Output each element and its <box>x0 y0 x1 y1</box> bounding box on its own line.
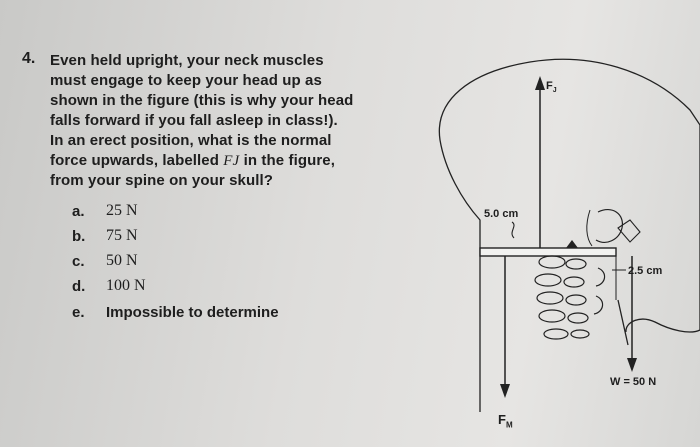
question-line-4: falls forward if you fall asleep in clas… <box>50 112 338 129</box>
force-symbol-text: FJ <box>223 153 240 169</box>
pivot-triangle <box>566 240 578 248</box>
fm-arrow-head <box>500 384 510 398</box>
option-e-text: Impossible to determine <box>106 304 279 321</box>
option-c-text: 50 N <box>106 252 138 269</box>
w-arrow-head <box>627 358 637 372</box>
fm-label-sub: M <box>505 420 513 430</box>
dist-left-label: 5.0 cm <box>484 208 519 220</box>
option-d-letter: d. <box>72 278 86 295</box>
option-b-letter: b. <box>72 228 86 245</box>
question-line-3: shown in the figure (this is why your he… <box>50 92 354 109</box>
fj-label: FJ <box>546 80 557 94</box>
fm-label: FM <box>498 412 513 430</box>
fm-label-main: F <box>498 412 506 427</box>
question-line-5: In an erect position, what is the normal <box>50 132 332 149</box>
neck-right-outline <box>617 299 629 346</box>
question-line-6: force upwards, labelled FJ in the figure… <box>50 152 335 170</box>
question-line-7: from your spine on your skull? <box>50 172 274 189</box>
head-outline <box>438 58 700 412</box>
ear-outline <box>595 208 624 243</box>
ear-detail <box>586 209 593 247</box>
question-line-6a: force upwards, labelled <box>50 152 220 169</box>
option-a-letter: a. <box>72 203 85 220</box>
lever-beam <box>479 247 617 257</box>
option-c-letter: c. <box>72 253 85 270</box>
question-line-1: Even held upright, your neck muscles <box>50 52 324 69</box>
dim-left-squiggle <box>511 221 515 239</box>
fj-label-main: F <box>546 80 553 92</box>
option-a-text: 25 N <box>106 202 138 219</box>
dist-right-label: 2.5 cm <box>628 265 663 277</box>
option-d-text: 100 N <box>106 277 146 294</box>
fj-label-sub: J <box>552 87 557 95</box>
option-b-text: 75 N <box>106 227 138 244</box>
option-e-letter: e. <box>72 304 85 321</box>
spine-vertebrae <box>534 255 606 340</box>
question-line-2: must engage to keep your head up as <box>50 72 322 89</box>
question-line-6b: in the figure, <box>243 152 336 169</box>
eye-shape <box>617 219 641 243</box>
weight-label: W = 50 N <box>610 376 657 388</box>
question-number: 4. <box>22 50 36 67</box>
force-symbol: FJ <box>223 153 239 169</box>
fj-arrow-head <box>535 76 545 90</box>
